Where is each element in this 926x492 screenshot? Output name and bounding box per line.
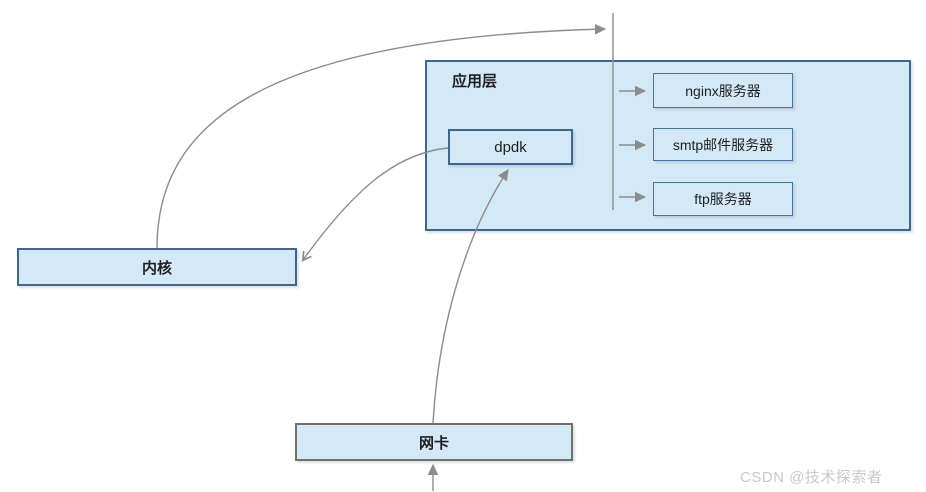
dpdk-box: dpdk: [448, 129, 573, 165]
ftp-server-box: ftp服务器: [653, 182, 793, 216]
csdn-watermark: CSDN @技术探索者: [740, 469, 883, 486]
smtp-server-label: smtp邮件服务器: [672, 136, 774, 153]
nic-label: 网卡: [418, 434, 449, 452]
kernel-label: 内核: [141, 259, 172, 277]
nic-box: 网卡: [295, 423, 573, 461]
ftp-server-label: ftp服务器: [694, 191, 752, 207]
nginx-server-label: nginx服务器: [685, 82, 761, 99]
kernel-box: 内核: [17, 248, 297, 286]
dpdk-label: dpdk: [494, 138, 527, 156]
nginx-server-box: nginx服务器: [653, 73, 793, 108]
smtp-server-box: smtp邮件服务器: [653, 128, 793, 161]
application-layer-label: 应用层: [452, 73, 498, 90]
